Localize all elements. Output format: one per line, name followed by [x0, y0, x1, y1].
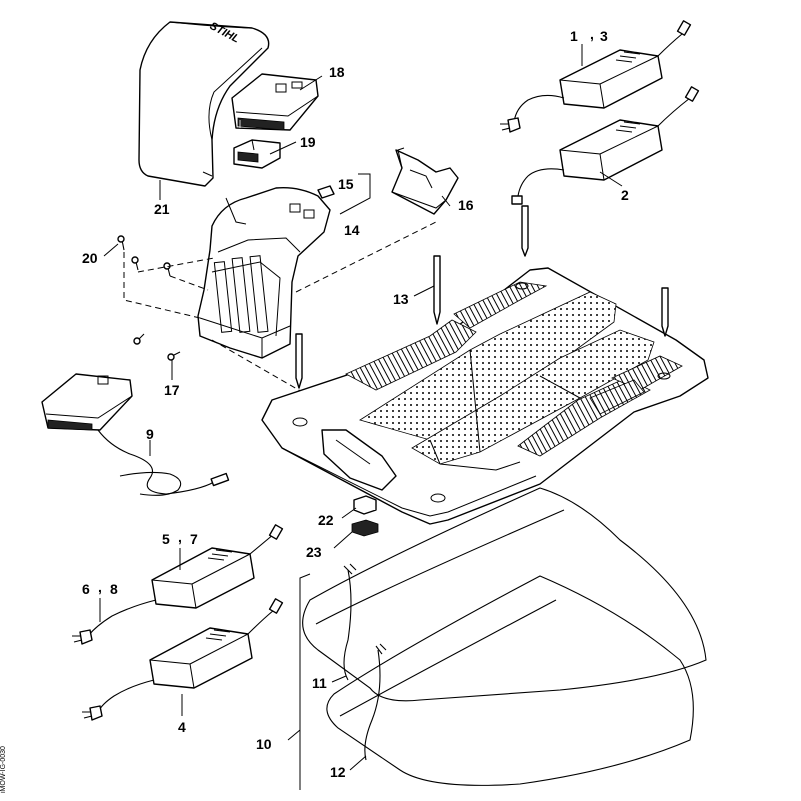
circuit-board	[231, 73, 319, 131]
base-station-housing	[197, 186, 331, 359]
callout-7: 7	[190, 531, 198, 547]
callout-15: 15	[338, 176, 354, 192]
power-supply	[82, 598, 284, 721]
callout-separator: ,	[590, 26, 594, 42]
callout-17: 17	[164, 382, 180, 398]
callout-separator: ,	[178, 529, 182, 545]
callout-19: 19	[300, 134, 316, 150]
power-supply	[500, 20, 692, 133]
callout-16: 16	[458, 197, 474, 213]
callout-2: 2	[621, 187, 629, 203]
callout-13: 13	[393, 291, 409, 307]
power-supply	[72, 524, 284, 645]
callout-18: 18	[329, 64, 345, 80]
callout-3: 3	[600, 28, 608, 44]
callout-10: 10	[256, 736, 272, 752]
charging-contacts	[391, 147, 459, 215]
base-plate	[261, 267, 709, 525]
bracket-15-14	[339, 173, 371, 215]
extension-module	[41, 373, 230, 496]
screw	[117, 235, 181, 361]
bracket-10	[299, 573, 311, 790]
connector	[351, 495, 379, 537]
callout-23: 23	[306, 544, 322, 560]
callout-11: 11	[312, 675, 327, 691]
callout-separator: ,	[98, 579, 102, 595]
callout-8: 8	[110, 581, 118, 597]
power-supply	[511, 86, 700, 205]
figure-id: iMOW-IG-0030	[0, 746, 7, 793]
boundary-wire-coil	[302, 487, 707, 786]
callout-6: 6	[82, 581, 90, 597]
callout-1: 1	[570, 28, 578, 44]
callout-4: 4	[178, 719, 186, 735]
callout-21: 21	[154, 201, 170, 217]
callout-5: 5	[162, 531, 170, 547]
callout-22: 22	[318, 512, 334, 528]
callout-14: 14	[344, 222, 360, 238]
clip	[317, 185, 335, 199]
callout-12: 12	[330, 764, 346, 780]
connector-block	[233, 139, 281, 169]
callout-9: 9	[146, 426, 154, 442]
leader-lines	[99, 44, 623, 771]
callout-20: 20	[82, 250, 98, 266]
ground-peg	[295, 205, 669, 389]
